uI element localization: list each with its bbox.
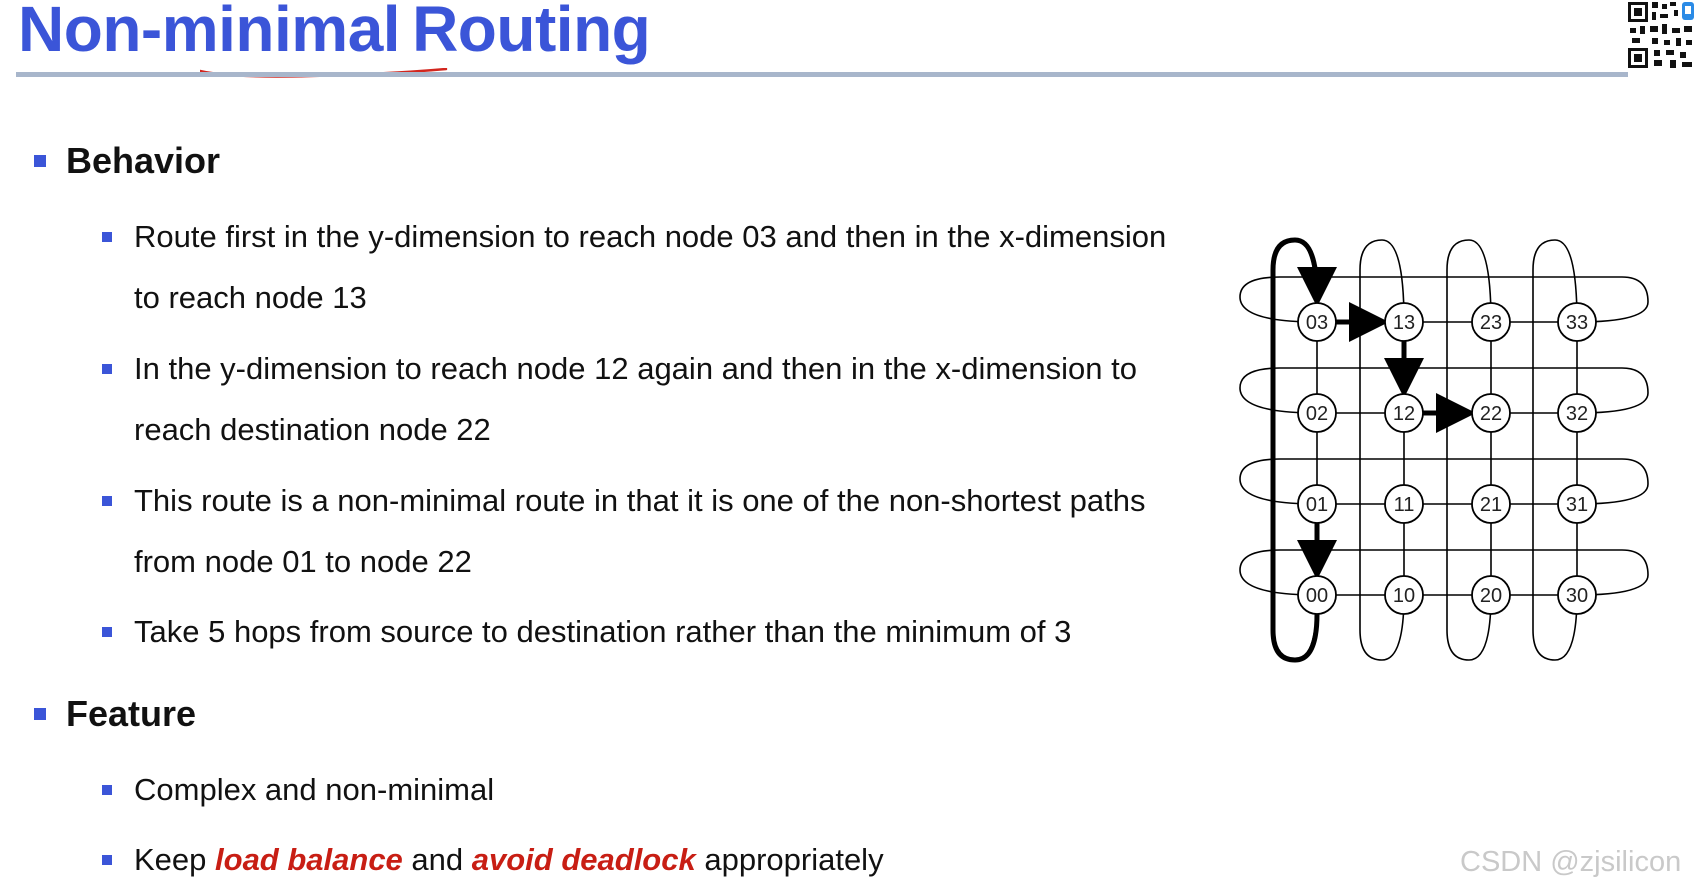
keep-suffix: appropriately	[695, 842, 884, 877]
square-bullet-icon	[34, 155, 46, 167]
feature-bullet-2: Keep load balance and avoid deadlock app…	[102, 829, 1182, 890]
bullet-text: Route first in the y-dimension to reach …	[134, 219, 1167, 315]
node-label: 20	[1480, 585, 1502, 607]
node-label: 21	[1480, 494, 1502, 516]
node-label: 00	[1306, 585, 1328, 607]
route-hop-00-03	[1270, 237, 1337, 663]
feature-heading-text: Feature	[66, 693, 197, 734]
node-label: 30	[1566, 585, 1588, 607]
node-label: 32	[1566, 403, 1588, 425]
bullet-text: In the y-dimension to reach node 12 agai…	[134, 351, 1137, 447]
torus-node-10: 10	[1384, 575, 1424, 615]
torus-node-33: 33	[1557, 302, 1597, 342]
keep-middle: and	[402, 842, 472, 877]
node-label: 10	[1393, 585, 1415, 607]
torus-node-00: 00	[1297, 575, 1337, 615]
node-label: 23	[1480, 312, 1502, 334]
square-bullet-icon	[102, 364, 112, 374]
row-wraparound	[1239, 549, 1649, 596]
watermark: CSDN @zjsilicon	[1460, 846, 1682, 878]
node-label: 31	[1566, 494, 1588, 516]
highlight-load-balance: load balance	[215, 842, 403, 877]
torus-node-02: 02	[1297, 393, 1337, 433]
column-wraparound	[1359, 239, 1405, 661]
row-wraparound	[1239, 276, 1649, 323]
torus-node-12: 12	[1384, 393, 1424, 433]
torus-node-32: 32	[1557, 393, 1597, 433]
torus-node-01: 01	[1297, 484, 1337, 524]
torus-node-21: 21	[1471, 484, 1511, 524]
node-label: 13	[1393, 312, 1415, 334]
section-heading-behavior: Behavior	[34, 140, 220, 182]
square-bullet-icon	[102, 855, 112, 865]
square-bullet-icon	[102, 627, 112, 637]
behavior-heading-text: Behavior	[66, 140, 221, 181]
highlight-avoid-deadlock: avoid deadlock	[471, 842, 696, 877]
torus-node-22: 22	[1471, 393, 1511, 433]
behavior-bullet-2: In the y-dimension to reach node 12 agai…	[102, 338, 1182, 460]
bullet-text: Keep load balance and avoid deadlock app…	[134, 829, 1182, 890]
square-bullet-icon	[34, 708, 46, 720]
section-heading-feature: Feature	[34, 693, 196, 735]
row-wraparound	[1239, 367, 1649, 414]
node-label: 03	[1306, 312, 1328, 334]
node-label: 33	[1566, 312, 1588, 334]
row-wraparound	[1239, 458, 1649, 505]
title-part-2: Routing	[412, 0, 651, 65]
bullet-text: Complex and non-minimal	[134, 772, 495, 807]
behavior-bullet-3: This route is a non-minimal route in tha…	[102, 470, 1182, 592]
behavior-bullet-4: Take 5 hops from source to destination r…	[102, 601, 1182, 662]
node-label: 02	[1306, 403, 1328, 425]
torus-node-30: 30	[1557, 575, 1597, 615]
square-bullet-icon	[102, 496, 112, 506]
torus-node-23: 23	[1471, 302, 1511, 342]
column-wraparound	[1532, 239, 1578, 661]
bullet-text: This route is a non-minimal route in tha…	[134, 483, 1146, 579]
keep-prefix: Keep	[134, 842, 216, 877]
node-label: 22	[1480, 403, 1502, 425]
torus-node-20: 20	[1471, 575, 1511, 615]
qr-code-icon	[1626, 0, 1696, 72]
node-label: 01	[1306, 494, 1328, 516]
torus-node-11: 11	[1384, 484, 1424, 524]
square-bullet-icon	[102, 232, 112, 242]
node-label: 11	[1394, 494, 1415, 516]
torus-network-diagram: 03 13 23 33 02 12 22 32 01 11 21 31 00 10 20 30	[1239, 237, 1649, 663]
square-bullet-icon	[102, 785, 112, 795]
torus-node-03: 03	[1297, 302, 1337, 342]
title-divider	[16, 72, 1628, 77]
feature-bullet-1: Complex and non-minimal	[102, 759, 1182, 820]
column-wraparound	[1446, 239, 1492, 661]
torus-node-31: 31	[1557, 484, 1597, 524]
bullet-text: Take 5 hops from source to destination r…	[134, 614, 1072, 649]
title-part-1: Non-minimal	[18, 0, 401, 65]
behavior-bullet-1: Route first in the y-dimension to reach …	[102, 206, 1182, 328]
torus-node-13: 13	[1384, 302, 1424, 342]
node-label: 12	[1393, 403, 1415, 425]
